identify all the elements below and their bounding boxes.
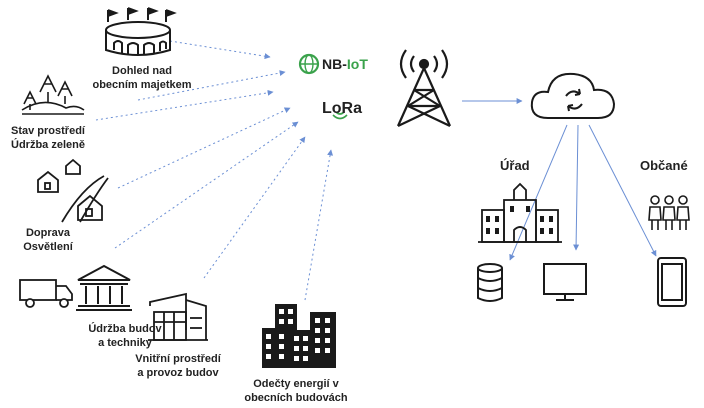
phone-icon [657,257,687,307]
nbiot-label: NB-IoT [322,56,368,72]
link-nature-2 [95,89,274,121]
label-indoor-line1: Vnitřní prostředí [135,353,221,365]
link-energy [304,149,334,301]
cell-tower-icon [396,49,452,127]
city-buildings-icon [262,304,336,368]
label-stadium-line1: Dohled nad [112,65,172,77]
cloud-links [509,124,657,261]
label-nature: Stav prostředí Údržba zeleně [2,124,94,152]
label-energy: Odečty energií v obecních budovách [240,377,352,405]
label-traffic: Doprava Osvětlení [18,226,78,254]
label-stadium: Dohled nad obecním majetkem [92,64,192,92]
link-stadium [169,40,271,60]
link-cloud-server [509,124,568,261]
citizens-icon [648,195,690,230]
nature-icon [21,74,85,115]
label-maintenance-line2: a techniky [98,337,152,349]
link-cloud-monitor [573,124,580,251]
label-indoor: Vnitřní prostředí a provoz budov [126,352,230,380]
label-indoor-line2: a provoz budov [137,367,219,379]
source-links [95,40,334,301]
link-cloud-phone [588,124,657,257]
database-icon [477,263,503,302]
label-nature-line2: Údržba zeleně [11,139,85,151]
cloud-icon [530,72,616,119]
nbiot-logo-icon [298,53,320,75]
link-maintenance [114,121,299,249]
office-title: Úřad [500,158,530,173]
label-nature-line1: Stav prostředí [11,125,85,137]
truck-icon [19,279,73,308]
label-energy-line1: Odečty energií v [253,378,339,390]
lora-wave-icon [332,111,348,120]
nbiot-label-prefix: NB- [322,56,347,72]
lora-label: LoRa [322,100,362,117]
stadium-icon [105,7,177,56]
nbiot-label-suffix: IoT [346,56,368,72]
modern-building-icon [148,292,208,341]
label-energy-line2: obecních budovách [244,392,348,404]
traffic-icon [37,158,109,223]
link-traffic [117,107,291,189]
label-maintenance: Údržba budov a techniky [80,322,170,350]
label-traffic-line1: Doprava [25,227,71,239]
town-hall-icon [478,182,562,243]
monitor-icon [543,263,587,301]
label-traffic-line2: Osvětlení [23,241,73,253]
label-stadium-line2: obecním majetkem [92,79,192,91]
public-building-icon [76,264,132,311]
label-maintenance-line1: Údržba budov [88,323,162,335]
citizens-title: Občané [640,158,688,173]
link-indoor [203,136,306,279]
